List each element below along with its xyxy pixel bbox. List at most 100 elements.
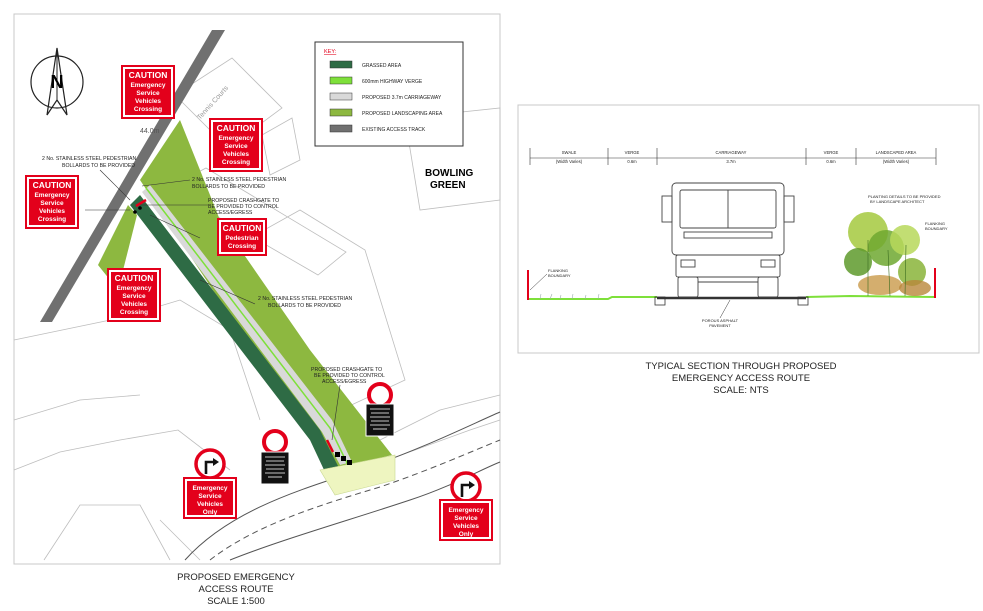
caution-sign-5: CAUTION Emergency Service Vehicles Cross… — [107, 268, 161, 322]
crashgate-top — [135, 198, 147, 208]
turn-arrow-icon — [460, 483, 469, 497]
key-label: PROPOSED 3.7m CARRIAGEWAY — [362, 95, 442, 101]
sign-text: CAUTION — [115, 273, 154, 283]
fence-right-label-2: BOUNDARY — [925, 226, 948, 231]
pavement-note-2: PAVEMENT — [709, 323, 731, 328]
highway-verge — [145, 187, 349, 466]
kerb-left — [654, 296, 666, 306]
sign-text: CAUTION — [217, 123, 256, 133]
section-landscaping — [844, 212, 931, 297]
existing-access-track — [40, 30, 225, 322]
note-crashgate-bottom-1: PROPOSED CRASHGATE TO — [311, 367, 382, 373]
plan-caption-line-3: SCALE 1:500 — [207, 596, 265, 607]
sign-text: Vehicles — [135, 98, 161, 105]
section-caption-line-2: EMERGENCY ACCESS ROUTE — [672, 373, 810, 384]
dim-swale: SWALE — [562, 150, 577, 155]
sign-text: Emergency — [130, 82, 165, 89]
sign-text: Vehicles — [453, 523, 479, 530]
legend-key: KEY: GRASSED AREA 600mm HIGHWAY VERGE PROP… — [314, 41, 464, 147]
no-entry-roundel-left — [260, 429, 290, 485]
sign-text: Crossing — [38, 216, 66, 223]
sign-text: Emergency — [448, 507, 483, 514]
dim-verge-right: VERGE — [824, 150, 839, 155]
note-bollards-left-2: BOLLARDS TO BE PROVIDED — [62, 163, 135, 169]
sign-text: Service — [224, 143, 248, 150]
caution-sign-2: CAUTION Emergency Service Vehicles Cross… — [209, 118, 263, 172]
dim-carriageway-sub: 3.7m — [726, 159, 736, 164]
sign-text: Service — [136, 90, 160, 97]
street-name: Tennis Courts — [196, 84, 230, 121]
dim-verge-left-sub: 0.6m — [627, 159, 637, 164]
key-swatch — [329, 60, 353, 69]
crashgate-bottom — [325, 439, 335, 453]
key-swatch — [329, 124, 353, 133]
sign-text: CAUTION — [129, 70, 168, 80]
kerb-right — [797, 296, 809, 306]
sign-text: Emergency — [192, 485, 227, 492]
bowling-green-label-2: GREEN — [430, 180, 466, 191]
fire-truck-icon — [661, 182, 795, 298]
sign-text: Pedestrian — [225, 235, 258, 242]
sign-text: Only — [203, 509, 218, 516]
note-crashgate-top-3: ACCESS/EGRESS — [208, 210, 253, 216]
sign-text: CAUTION — [223, 223, 262, 233]
landscaping-area — [140, 120, 392, 470]
key-label: GRASSED AREA — [362, 63, 402, 69]
carriageway — [142, 185, 352, 465]
north-label: N — [51, 72, 64, 92]
sign-text: Emergency — [116, 285, 151, 292]
sign-text: Emergency — [34, 192, 69, 199]
no-entry-roundel-right — [365, 382, 395, 437]
sign-text: Crossing — [120, 309, 148, 316]
only-sign-right: Emergency Service Vehicles Only — [439, 471, 493, 541]
note-bollards-middle-2: BOLLARDS TO BE PROVIDED — [268, 303, 341, 309]
dim-carriageway: CARRIAGEWAY — [716, 150, 747, 155]
grassed-area — [130, 195, 340, 472]
note-crashgate-bottom-2: BE PROVIDED TO CONTROL — [314, 373, 385, 379]
section-ground — [528, 293, 937, 306]
planting-note-2: BY LANDSCAPE ARCHITECT — [870, 199, 925, 204]
note-bollards-left-1: 2 No. STAINLESS STEEL PEDESTRIAN — [42, 156, 137, 162]
dim-swale-sub: (Width Varies) — [556, 159, 583, 164]
only-sign-left: Emergency Service Vehicles Only — [183, 448, 237, 519]
section-caption-line-3: SCALE: NTS — [713, 385, 768, 396]
sign-text: Crossing — [134, 106, 162, 113]
dim-verge-right-sub: 0.6m — [826, 159, 836, 164]
planting-note-1: PLANTING DETAILS TO BE PROVIDED — [868, 194, 941, 199]
sign-text: Crossing — [222, 159, 250, 166]
plan-caption: PROPOSED EMERGENCY ACCESS ROUTE SCALE 1:… — [177, 572, 295, 607]
sign-text: Service — [454, 515, 478, 522]
fence-labels: FLANKING BOUNDARY FLANKING BOUNDARY PLAN… — [548, 194, 948, 328]
plan-caption-line-2: ACCESS ROUTE — [199, 584, 274, 595]
sign-text: Vehicles — [197, 501, 223, 508]
sign-text: Service — [40, 200, 64, 207]
leader-pavement — [719, 299, 731, 319]
note-bollards-top-right-2: BOLLARDS TO BE PROVIDED — [192, 184, 265, 190]
sign-text: Emergency — [218, 135, 253, 142]
sign-text: Vehicles — [121, 301, 147, 308]
sign-text: Only — [459, 531, 474, 538]
junction-area — [319, 454, 396, 496]
bollards — [133, 206, 352, 465]
key-title: KEY: — [324, 49, 337, 55]
pavement-note-1: POROUS ASPHALT — [702, 318, 739, 323]
note-crashgate-top-1: PROPOSED CRASHGATE TO — [208, 198, 279, 204]
north-arrow: N — [30, 47, 84, 116]
turn-arrow-icon — [204, 460, 213, 474]
leader-lines — [85, 169, 341, 441]
caution-sign-4: CAUTION Pedestrian Crossing — [217, 218, 267, 256]
caution-sign-1: CAUTION Emergency Service Vehicles Cross… — [121, 65, 175, 119]
caution-sign-3: CAUTION Emergency Service Vehicles Cross… — [25, 175, 79, 229]
sign-text: Crossing — [228, 243, 256, 250]
key-swatch — [329, 76, 353, 85]
dim-verge-left: VERGE — [625, 150, 640, 155]
bowling-green-label-1: BOWLING — [425, 168, 474, 179]
note-bollards-middle-1: 2 No. STAINLESS STEEL PEDESTRIAN — [258, 296, 353, 302]
note-crashgate-bottom-3: ACCESS/EGRESS — [322, 379, 367, 385]
key-label: 600mm HIGHWAY VERGE — [362, 79, 423, 85]
section-dimensions: SWALE (Width Varies) VERGE 0.6m CARRIAGE… — [529, 148, 937, 165]
key-swatch — [329, 92, 353, 101]
note-bollards-top-right-1: 2 No. STAINLESS STEEL PEDESTRIAN — [192, 177, 287, 183]
leader-fence-left — [529, 273, 548, 291]
